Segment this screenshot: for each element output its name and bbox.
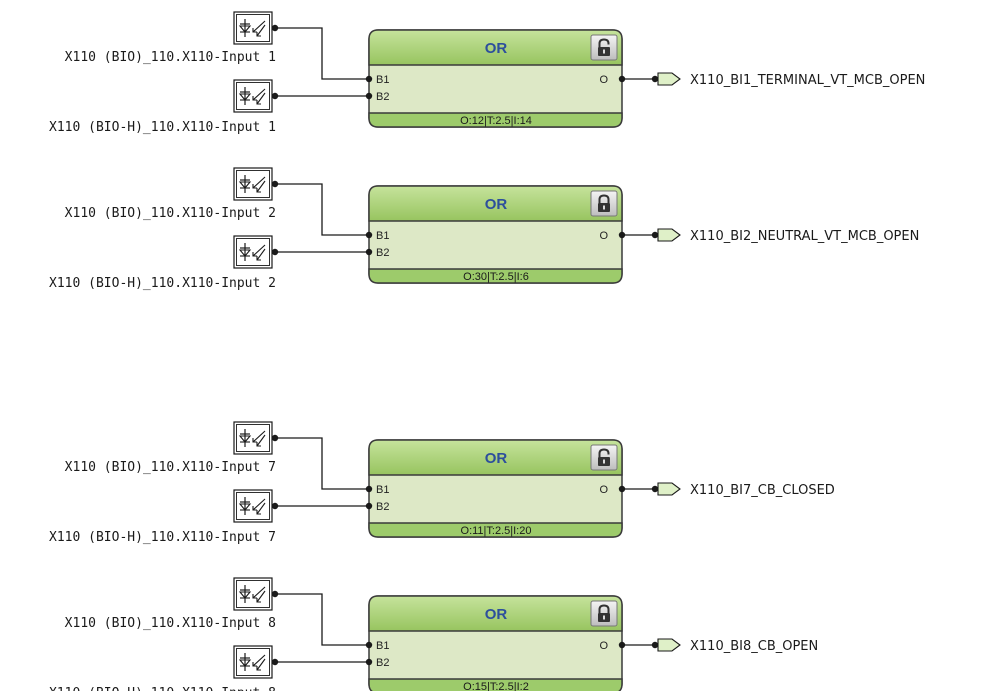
or-block-2: X110 (BIO)_110.X110-Input 2 X110 (BIO-H)_…	[49, 167, 919, 291]
input-label-1: X110 (BIO)_110.X110-Input 7	[65, 460, 276, 475]
pin-label-out: O	[599, 74, 608, 86]
pin-dot-b2	[365, 502, 373, 510]
input-label-2: X110 (BIO-H)_110.X110-Input 1	[49, 120, 276, 135]
pin-dot-b1	[365, 641, 373, 649]
input-label-1: X110 (BIO)_110.X110-Input 2	[65, 206, 276, 221]
wire-b1	[275, 27, 367, 80]
output-label: X110_BI2_NEUTRAL_VT_MCB_OPEN	[690, 229, 919, 244]
binary-input-icon	[233, 235, 273, 269]
lock-closed-icon[interactable]	[590, 190, 618, 217]
lock-open-icon[interactable]	[590, 444, 618, 471]
input-label-2: X110 (BIO-H)_110.X110-Input 8	[49, 686, 276, 691]
input-label-1: X110 (BIO)_110.X110-Input 1	[65, 50, 276, 65]
binary-input-icon	[233, 421, 273, 455]
connection-dot	[651, 485, 659, 493]
pin-dot-b1	[365, 75, 373, 83]
binary-input-icon	[233, 79, 273, 113]
pin-dot-b2	[365, 248, 373, 256]
input-label-2: X110 (BIO-H)_110.X110-Input 7	[49, 530, 276, 545]
block-title: OR	[485, 40, 508, 57]
block-footer-text: O:11|T:2.5|I:20	[461, 525, 532, 537]
pin-dot-b2	[365, 658, 373, 666]
connection-dot	[651, 231, 659, 239]
pin-label-b1: B1	[376, 74, 389, 86]
wire-b1	[275, 437, 367, 490]
block-footer	[368, 522, 623, 538]
pin-label-b2: B2	[376, 657, 389, 669]
pin-label-b2: B2	[376, 247, 389, 259]
input-label-2: X110 (BIO-H)_110.X110-Input 2	[49, 276, 276, 291]
block-footer	[368, 678, 623, 691]
output-label: X110_BI8_CB_OPEN	[690, 639, 818, 654]
output-arrow-icon	[657, 482, 681, 496]
input-label-1: X110 (BIO)_110.X110-Input 8	[65, 616, 276, 631]
pin-label-b1: B1	[376, 640, 389, 652]
pin-dot-b2	[365, 92, 373, 100]
pin-label-b1: B1	[376, 484, 389, 496]
binary-input-icon	[233, 645, 273, 679]
lock-closed-icon[interactable]	[590, 600, 618, 627]
or-block-4: X110 (BIO)_110.X110-Input 8 X110 (BIO-H)_…	[49, 577, 818, 691]
or-block-3: X110 (BIO)_110.X110-Input 7 X110 (BIO-H)_…	[49, 421, 835, 545]
lock-open-icon[interactable]	[590, 34, 618, 61]
block-header	[368, 439, 623, 476]
output-arrow-icon	[657, 72, 681, 86]
block-footer-text: O:12|T:2.5|I:14	[460, 115, 532, 127]
block-footer-text: O:30|T:2.5|I:6	[463, 271, 529, 283]
binary-input-icon	[233, 11, 273, 45]
output-label: X110_BI7_CB_CLOSED	[690, 483, 835, 498]
connection-dot	[651, 75, 659, 83]
block-title: OR	[485, 450, 508, 467]
block-header	[368, 595, 623, 632]
wire-b1	[275, 593, 367, 646]
pin-dot-b1	[365, 485, 373, 493]
or-block-1: X110 (BIO)_110.X110-Input 1 X110 (BIO-H)_…	[49, 11, 925, 135]
block-title: OR	[485, 606, 508, 623]
pin-label-out: O	[599, 640, 608, 652]
wire-b1	[275, 183, 367, 236]
output-arrow-icon	[657, 228, 681, 242]
pin-label-b2: B2	[376, 91, 389, 103]
block-footer-text: O:15|T:2.5|I:2	[463, 681, 529, 691]
binary-input-icon	[233, 167, 273, 201]
pin-label-out: O	[599, 230, 608, 242]
pin-label-b2: B2	[376, 501, 389, 513]
connection-dot	[651, 641, 659, 649]
block-header	[368, 185, 623, 222]
output-arrow-icon	[657, 638, 681, 652]
block-footer	[368, 268, 623, 284]
binary-input-icon	[233, 489, 273, 523]
block-header	[368, 29, 623, 66]
block-title: OR	[485, 196, 508, 213]
pin-label-b1: B1	[376, 230, 389, 242]
pin-dot-b1	[365, 231, 373, 239]
binary-input-icon	[233, 577, 273, 611]
output-label: X110_BI1_TERMINAL_VT_MCB_OPEN	[690, 73, 925, 88]
block-footer	[368, 112, 623, 128]
pin-label-out: O	[599, 484, 608, 496]
